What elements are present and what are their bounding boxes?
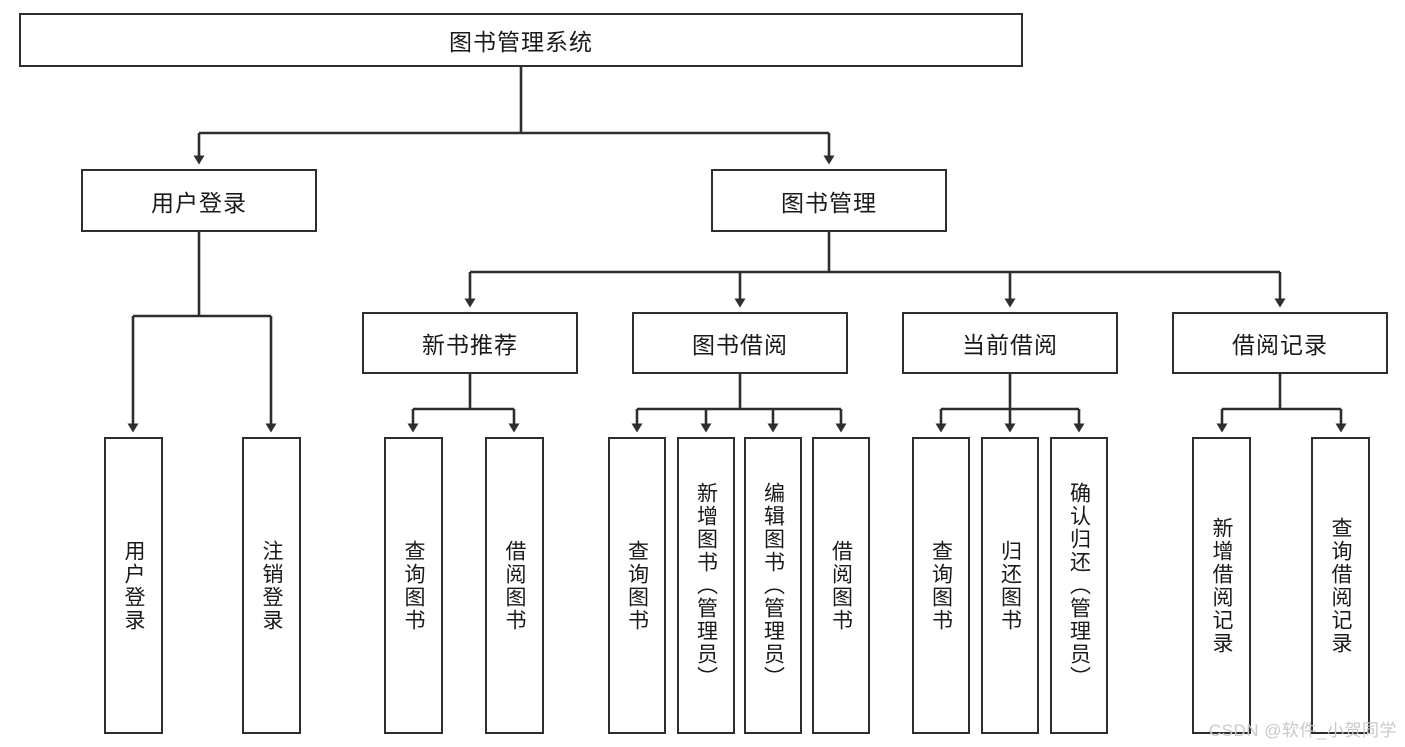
node-label: 查询图书 [625,539,649,632]
node-current-borrowing[interactable]: 当前借阅 [902,312,1118,374]
leaf-new-book-query-book[interactable]: 查询图书 [384,437,443,734]
leaf-book-borrow-add-book-admin[interactable]: 新增图书（管理员） [677,437,735,734]
node-user-login[interactable]: 用户登录 [81,169,317,232]
node-label: 当前借阅 [962,332,1058,358]
node-label: 查询借阅记录 [1329,516,1352,655]
node-label: 借阅图书 [829,539,853,632]
leaf-book-borrow-edit-book-admin[interactable]: 编辑图书（管理员） [744,437,802,734]
node-label: 查询图书 [929,539,953,632]
node-book-borrowing[interactable]: 图书借阅 [632,312,848,374]
leaf-user-login-login[interactable]: 用户登录 [104,437,163,734]
leaf-book-borrow-query-book[interactable]: 查询图书 [608,437,666,734]
node-label: 用户登录 [151,189,247,216]
node-label: 新书推荐 [422,332,518,358]
node-book-management[interactable]: 图书管理 [711,169,947,232]
node-label: 编辑图书（管理员） [761,482,785,689]
node-new-book-recommendation[interactable]: 新书推荐 [362,312,578,374]
node-label: 图书借阅 [692,332,788,358]
node-label: 图书管理系统 [449,29,593,55]
leaf-current-borrow-confirm-return-admin[interactable]: 确认归还（管理员） [1050,437,1108,734]
node-label: 借阅记录 [1232,332,1328,358]
node-label: 用户登录 [122,539,145,632]
leaf-current-borrow-return-book[interactable]: 归还图书 [981,437,1039,734]
node-root-book-management-system[interactable]: 图书管理系统 [19,13,1023,67]
node-label: 归还图书 [998,539,1022,632]
node-label: 借阅图书 [503,539,526,632]
leaf-current-borrow-query-book[interactable]: 查询图书 [912,437,970,734]
node-borrowing-record[interactable]: 借阅记录 [1172,312,1388,374]
csdn-watermark: CSDN @软件_小贺同学 [1208,721,1397,740]
node-label: 图书管理 [781,189,877,216]
leaf-user-login-logout[interactable]: 注销登录 [242,437,301,734]
leaf-book-borrow-borrow-book[interactable]: 借阅图书 [812,437,870,734]
leaf-new-book-borrow-book[interactable]: 借阅图书 [485,437,544,734]
node-label: 新增借阅记录 [1210,516,1233,655]
node-label: 查询图书 [402,539,425,632]
leaf-borrow-record-add-record[interactable]: 新增借阅记录 [1192,437,1251,734]
node-label: 注销登录 [260,539,283,632]
node-label: 新增图书（管理员） [694,482,718,689]
node-label: 确认归还（管理员） [1067,482,1091,689]
leaf-borrow-record-query-record[interactable]: 查询借阅记录 [1311,437,1370,734]
